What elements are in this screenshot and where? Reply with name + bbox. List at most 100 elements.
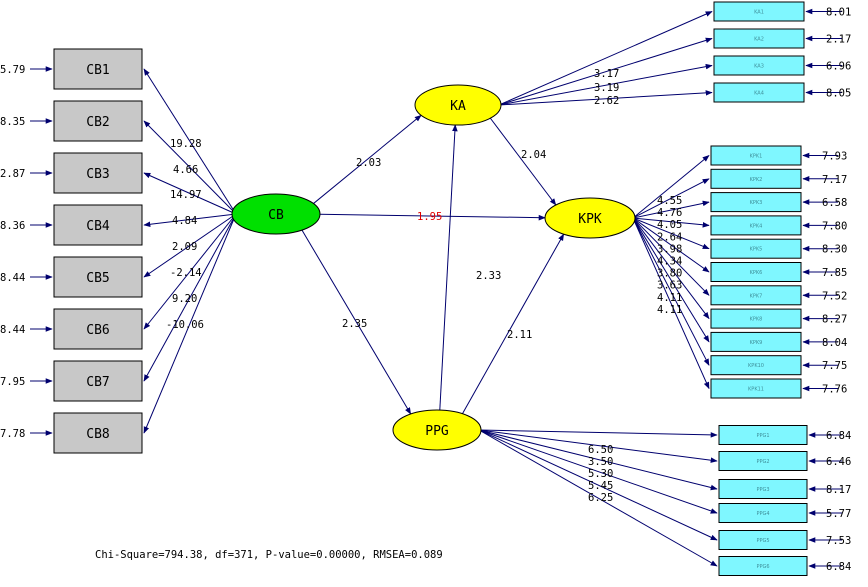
indicator-label: KA3 xyxy=(754,64,764,70)
loading-value: 4.11 xyxy=(657,304,682,316)
loading-value: 3.50 xyxy=(588,456,613,468)
error-variance: 8.04 xyxy=(822,337,847,349)
error-variance: 6.46 xyxy=(826,456,851,468)
observed-box-ka3 xyxy=(713,55,805,76)
loading-path xyxy=(498,37,713,106)
error-variance: 8.44 xyxy=(0,324,25,336)
latent-label-kpk: KPK xyxy=(578,212,602,227)
error-variance: 6.96 xyxy=(826,61,851,73)
latent-cb xyxy=(231,193,321,235)
loading-path xyxy=(632,178,710,219)
indicator-label: CB2 xyxy=(86,115,109,130)
path-cb-ka xyxy=(312,114,422,205)
indicator-label: CB7 xyxy=(86,375,109,390)
error-variance: 7.53 xyxy=(826,535,851,547)
indicator-label: KPK10 xyxy=(748,363,764,369)
loading-path xyxy=(632,217,710,228)
error-variance: 8.30 xyxy=(822,244,847,256)
loading-value: 19.28 xyxy=(170,138,202,150)
loading-value: 4.66 xyxy=(173,164,198,176)
error-variance: 7.85 xyxy=(822,267,847,279)
error-variance: 8.17 xyxy=(826,484,851,496)
error-variance: 7.75 xyxy=(822,360,847,372)
loading-path xyxy=(143,68,237,215)
error-variance: 8.35 xyxy=(0,116,25,128)
loading-value: 5.45 xyxy=(588,480,613,492)
indicator-label: KPK9 xyxy=(750,340,763,346)
indicator-label: PPG2 xyxy=(756,459,769,465)
loading-value: 4.84 xyxy=(172,215,197,227)
loading-value: 4.76 xyxy=(657,207,682,219)
edges-layer xyxy=(30,8,842,569)
loading-path xyxy=(478,429,718,491)
indicator-label: KPK3 xyxy=(750,200,763,206)
loading-path xyxy=(478,429,718,514)
indicator-label: CB5 xyxy=(86,271,109,286)
observed-box-kpk10 xyxy=(710,355,802,376)
observed-box-ka4 xyxy=(713,82,805,103)
loading-value: 9.20 xyxy=(172,293,197,305)
observed-box-cb8 xyxy=(53,412,143,454)
loading-value: 3.19 xyxy=(594,82,619,94)
loading-path xyxy=(143,213,237,330)
observed-box-cb6 xyxy=(53,308,143,350)
error-variance: 7.80 xyxy=(822,220,847,232)
loading-value: 4.55 xyxy=(657,195,682,207)
observed-box-cb1 xyxy=(53,48,143,90)
indicator-label: KPK4 xyxy=(750,223,763,229)
observed-box-kpk2 xyxy=(710,168,802,189)
loading-path xyxy=(632,217,710,366)
observed-box-kpk8 xyxy=(710,308,802,329)
loading-path xyxy=(632,217,710,296)
observed-box-kpk6 xyxy=(710,262,802,282)
fit-statistics: Chi-Square=794.38, df=371, P-value=0.000… xyxy=(95,549,443,561)
loading-path xyxy=(632,217,710,343)
observed-box-ppg2 xyxy=(718,451,808,471)
loading-value: 4.34 xyxy=(657,256,682,268)
path-cb-ppg xyxy=(301,229,412,415)
latent-ppg xyxy=(392,409,482,451)
observed-box-kpk5 xyxy=(710,238,802,259)
path-cb-kpk xyxy=(319,213,546,221)
indicator-label: KA1 xyxy=(754,10,764,16)
indicator-label: KPK8 xyxy=(750,317,763,323)
loading-value: 6.50 xyxy=(588,444,613,456)
observed-box-kpk11 xyxy=(710,378,802,399)
indicator-label: KPK5 xyxy=(750,247,763,253)
error-variance: 5.77 xyxy=(826,508,851,520)
latent-kpk xyxy=(544,197,636,239)
error-variance: 2.87 xyxy=(0,168,25,180)
observed-box-kpk7 xyxy=(710,285,802,306)
loading-path xyxy=(498,11,713,106)
loading-value: 4.05 xyxy=(657,219,682,231)
indicator-label: PPG4 xyxy=(756,511,769,517)
observed-box-ppg1 xyxy=(718,425,808,445)
loading-value: 4.11 xyxy=(657,292,682,304)
loading-value: -10.06 xyxy=(166,319,204,331)
error-variance: 7.95 xyxy=(0,376,25,388)
loading-path xyxy=(632,217,710,390)
error-variance: 6.84 xyxy=(826,430,851,442)
nodes-layer xyxy=(53,1,808,576)
loading-value: 6.25 xyxy=(588,492,613,504)
loading-path xyxy=(632,217,710,250)
path-coefficient: 2.11 xyxy=(507,329,532,341)
observed-box-ppg6 xyxy=(718,556,808,576)
error-variance: 7.93 xyxy=(822,151,847,163)
loading-value: 2.09 xyxy=(172,241,197,253)
latent-label-cb: CB xyxy=(268,208,284,223)
observed-box-cb4 xyxy=(53,204,143,246)
latent-ka xyxy=(414,84,502,126)
indicator-label: CB4 xyxy=(86,219,110,234)
error-variance: 8.44 xyxy=(0,272,25,284)
loading-value: 2.64 xyxy=(657,231,682,243)
latent-label-ppg: PPG xyxy=(425,424,449,439)
loading-path xyxy=(478,429,718,438)
loading-value: 3.80 xyxy=(657,268,682,280)
error-variance: 7.76 xyxy=(822,384,847,396)
path-coefficient: 2.33 xyxy=(476,270,501,282)
observed-box-kpk1 xyxy=(710,145,802,166)
latent-label-ka: KA xyxy=(450,99,466,114)
path-ppg-kpk xyxy=(461,233,565,415)
